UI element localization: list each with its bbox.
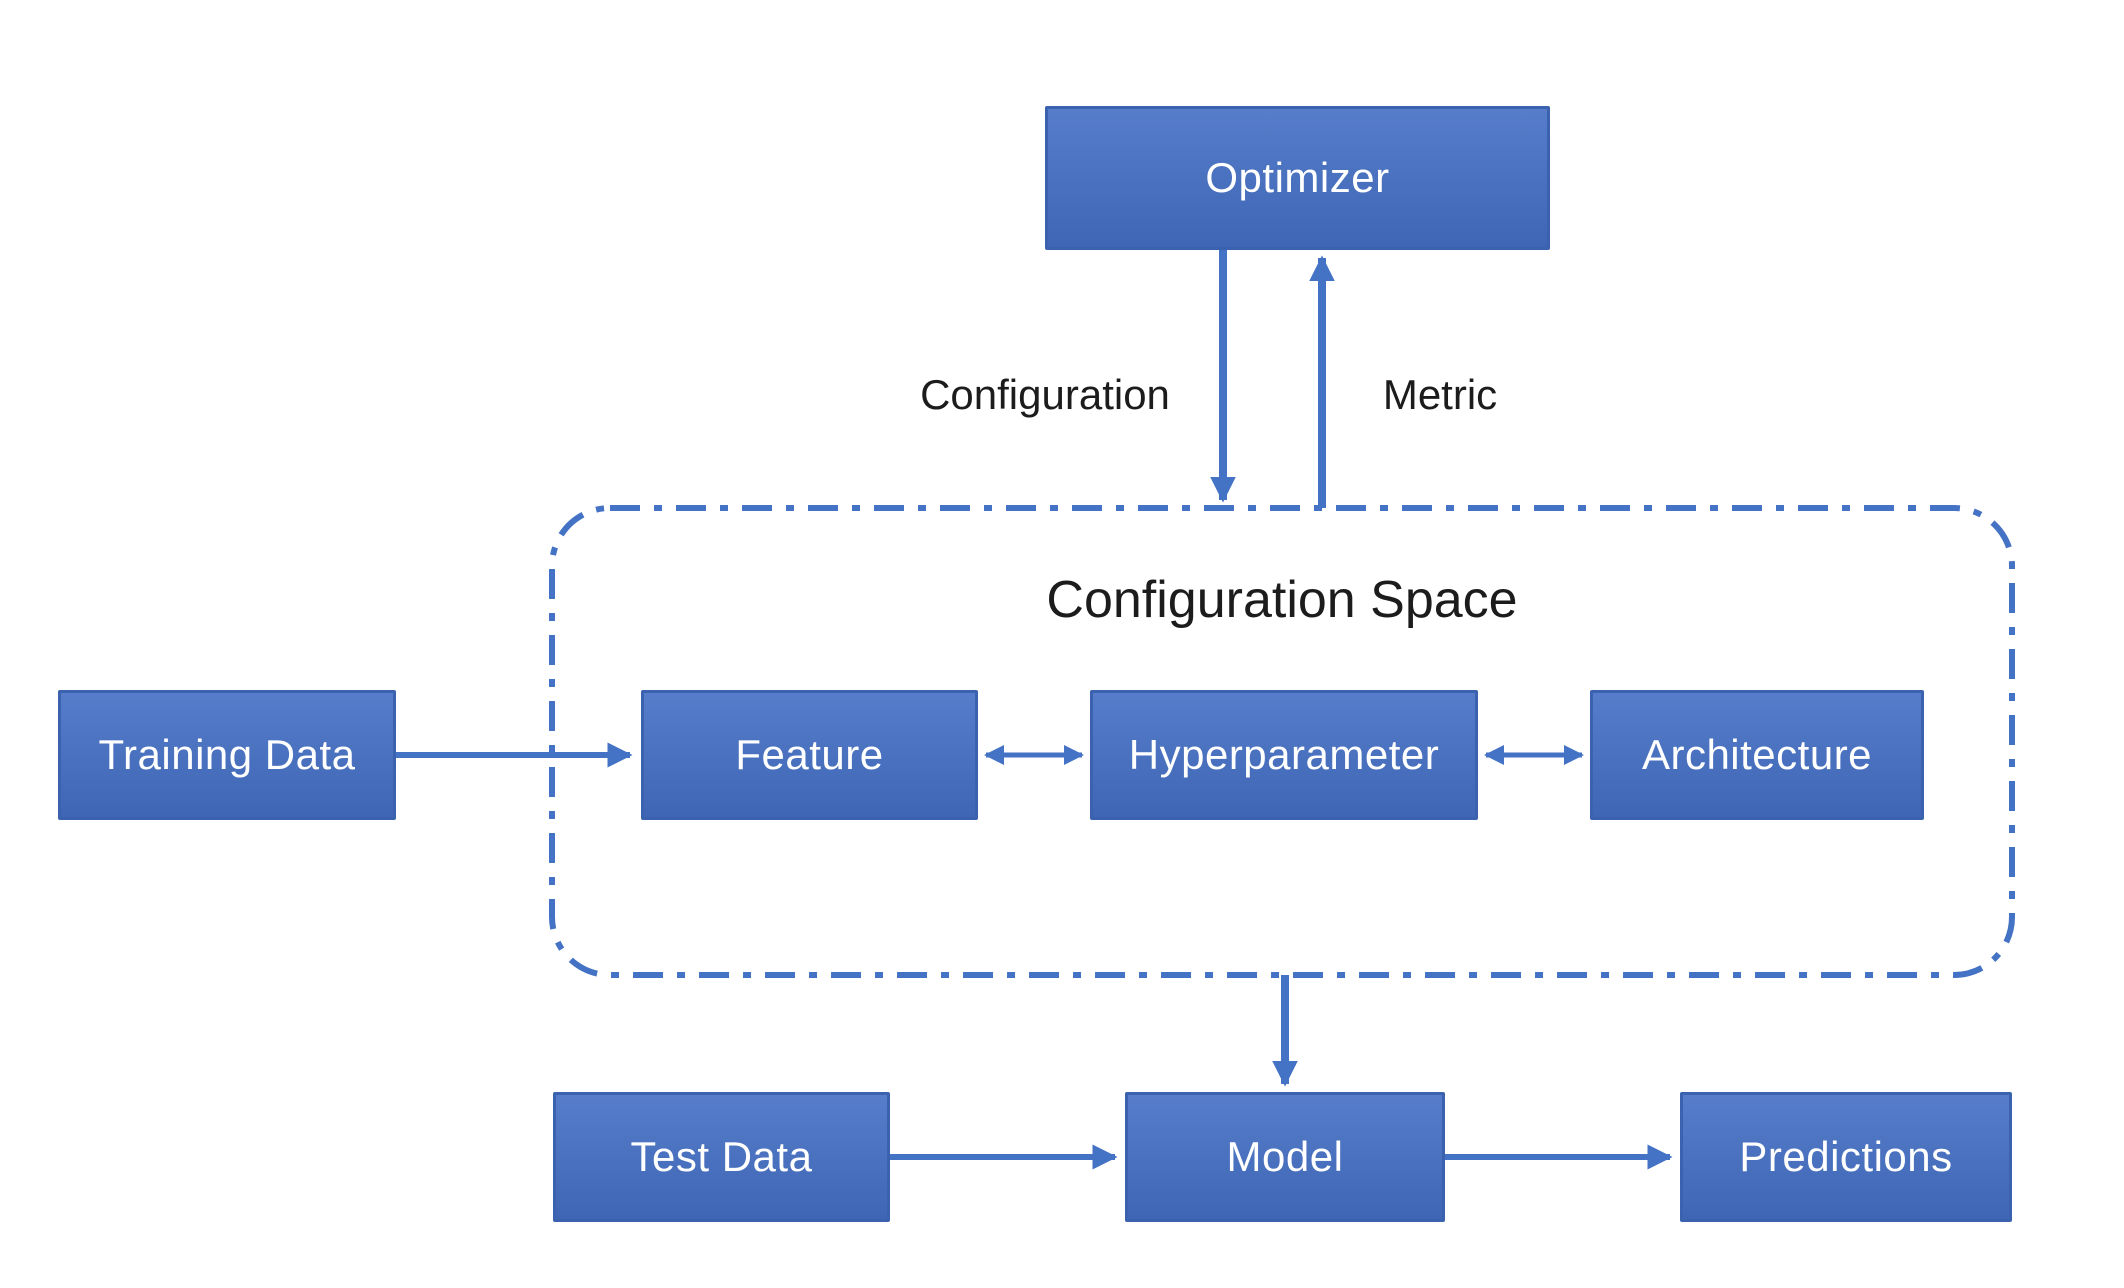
node-feature-label: Feature (735, 731, 884, 778)
node-training-data: Training Data (58, 690, 396, 820)
node-hyperparameter: Hyperparameter (1090, 690, 1478, 820)
node-model: Model (1125, 1092, 1445, 1222)
node-optimizer: Optimizer (1045, 106, 1550, 250)
node-hyperparameter-label: Hyperparameter (1128, 731, 1440, 778)
configuration-space-border (549, 505, 2015, 978)
node-test-data: Test Data (553, 1092, 890, 1222)
node-optimizer-label: Optimizer (1205, 154, 1390, 201)
node-architecture: Architecture (1590, 690, 1924, 820)
node-model-label: Model (1226, 1133, 1344, 1180)
node-training-data-label: Training Data (98, 731, 356, 778)
configuration-space-title: Configuration Space (1046, 571, 1518, 629)
node-feature: Feature (641, 690, 978, 820)
node-architecture-label: Architecture (1641, 731, 1873, 778)
edge-label-configuration: Configuration (920, 371, 1170, 418)
edge-label-metric: Metric (1382, 371, 1498, 418)
node-predictions-label: Predictions (1739, 1133, 1953, 1180)
node-test-data-label: Test Data (630, 1133, 813, 1180)
node-predictions: Predictions (1680, 1092, 2012, 1222)
